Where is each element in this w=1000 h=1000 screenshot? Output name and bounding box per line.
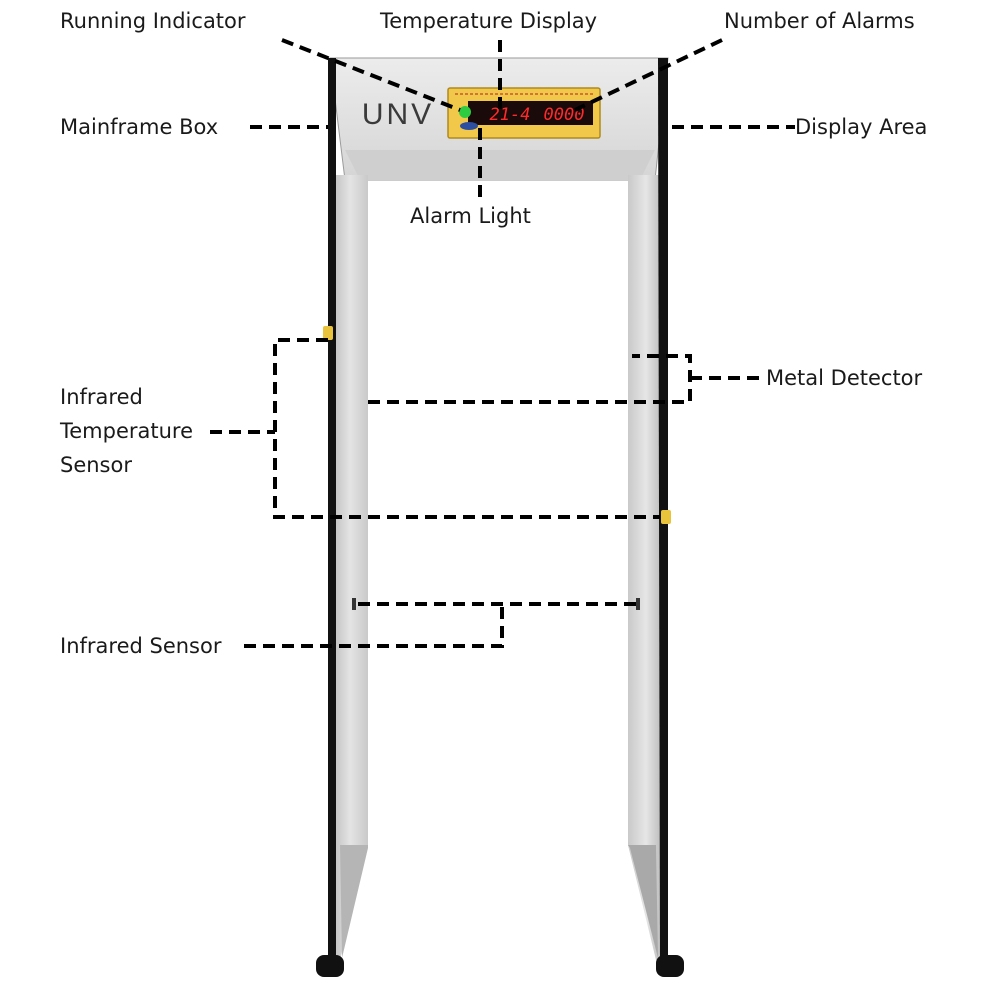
leader-infrared-sensor-tail [244,604,504,648]
label-infrared-temperature-sensor: Infrared Temperature Sensor [60,380,194,482]
leader-infrared-temperature-sensor [273,338,660,519]
right-pillar [628,58,684,977]
alarm-light-lamp [460,122,478,130]
label-display-area: Display Area [795,110,928,144]
infrared-sensor-left [352,598,356,610]
leader-lines [210,38,795,648]
label-infrared-temperature-sensor-line3: Sensor [60,453,132,477]
running-indicator-led [459,106,471,118]
label-infrared-temperature-sensor-line2: Temperature [60,419,194,443]
infrared-sensor-right [636,598,640,610]
label-alarm-light: Alarm Light [410,199,531,233]
label-temperature-display: Temperature Display [380,4,598,38]
infrared-temperature-sensor-left [323,326,333,340]
left-pillar [316,58,368,977]
label-metal-detector: Metal Detector [766,361,923,395]
label-infrared-sensor: Infrared Sensor [60,629,222,663]
brand-logo: UNV [362,98,434,131]
label-running-indicator: Running Indicator [60,4,246,38]
leader-running-indicator [281,38,461,112]
leader-number-of-alarms [574,38,723,112]
display-panel: 21-4 0000 [447,87,601,139]
infrared-temperature-sensor-right [661,510,671,524]
label-infrared-temperature-sensor-line1: Infrared [60,385,143,409]
alarm-count-readout: 0000 [544,105,585,125]
temperature-readout: 21-4 [490,105,531,125]
label-mainframe-box: Mainframe Box [60,110,219,144]
label-number-of-alarms: Number of Alarms [724,4,915,38]
